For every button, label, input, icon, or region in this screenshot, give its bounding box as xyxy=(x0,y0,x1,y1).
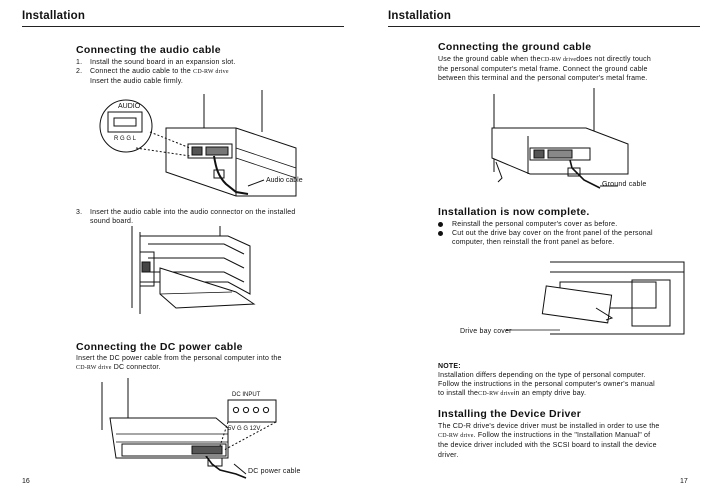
driver-heading: Installing the Device Driver xyxy=(438,408,582,420)
front-panel-figure xyxy=(541,261,685,335)
dc-cable-callout: DC power cable xyxy=(248,468,301,475)
page-number: 16 xyxy=(22,478,30,485)
bullet-icon xyxy=(438,231,443,236)
audio-connector-pins: R G G L xyxy=(114,136,137,142)
drive-bay-callout-line xyxy=(506,329,560,331)
audio-step-1: 1. Install the sound board in an expansi… xyxy=(76,59,236,66)
left-page: Installation Connecting the audio cable … xyxy=(22,10,344,485)
bullet-icon xyxy=(438,222,443,227)
running-head: Installation xyxy=(388,10,452,22)
complete-bullet-2: Cut out the drive bay cover on the front… xyxy=(438,229,700,249)
ground-heading: Connecting the ground cable xyxy=(438,41,592,53)
right-page: Installation Connecting the ground cable… xyxy=(354,0,708,490)
ground-text: Use the ground cable when theCD-RW drive… xyxy=(438,56,651,83)
audio-connector-label: AUDIO xyxy=(118,103,141,110)
dc-connector-pins: 5V G G 12V xyxy=(228,426,260,432)
audio-cable-figure: AUDIO R G G L Audio cable xyxy=(99,90,303,197)
driver-text: The CD-R drive's device driver must be i… xyxy=(438,423,660,459)
ground-cable-callout: Ground cable xyxy=(602,181,647,188)
dc-power-figure: DC INPUT 5V G G 12V xyxy=(101,378,277,479)
note-text: Installation differs depending on the ty… xyxy=(438,372,655,398)
header-rule xyxy=(388,26,700,27)
drive-bay-cover-callout: Drive bay cover xyxy=(460,328,512,335)
audio-heading: Connecting the audio cable xyxy=(76,44,221,56)
sound-board-figure xyxy=(131,226,256,314)
complete-heading: Installation is now complete. xyxy=(438,206,590,218)
page-number: 17 xyxy=(680,478,688,485)
header-rule xyxy=(22,26,344,27)
complete-bullet-1: Reinstall the personal computer's cover … xyxy=(438,220,700,230)
audio-step-2: 2. Connect the audio cable to the CD-RW … xyxy=(76,68,229,86)
audio-step-3: 3. Insert the audio cable into the audio… xyxy=(76,209,296,226)
dc-text: Insert the DC power cable from the perso… xyxy=(76,355,282,372)
note-title: NOTE: xyxy=(438,363,461,370)
running-head: Installation xyxy=(22,10,86,22)
dc-connector-label: DC INPUT xyxy=(232,392,261,398)
audio-cable-callout: Audio cable xyxy=(266,177,303,184)
dc-heading: Connecting the DC power cable xyxy=(76,341,243,353)
ground-cable-figure xyxy=(491,88,629,189)
